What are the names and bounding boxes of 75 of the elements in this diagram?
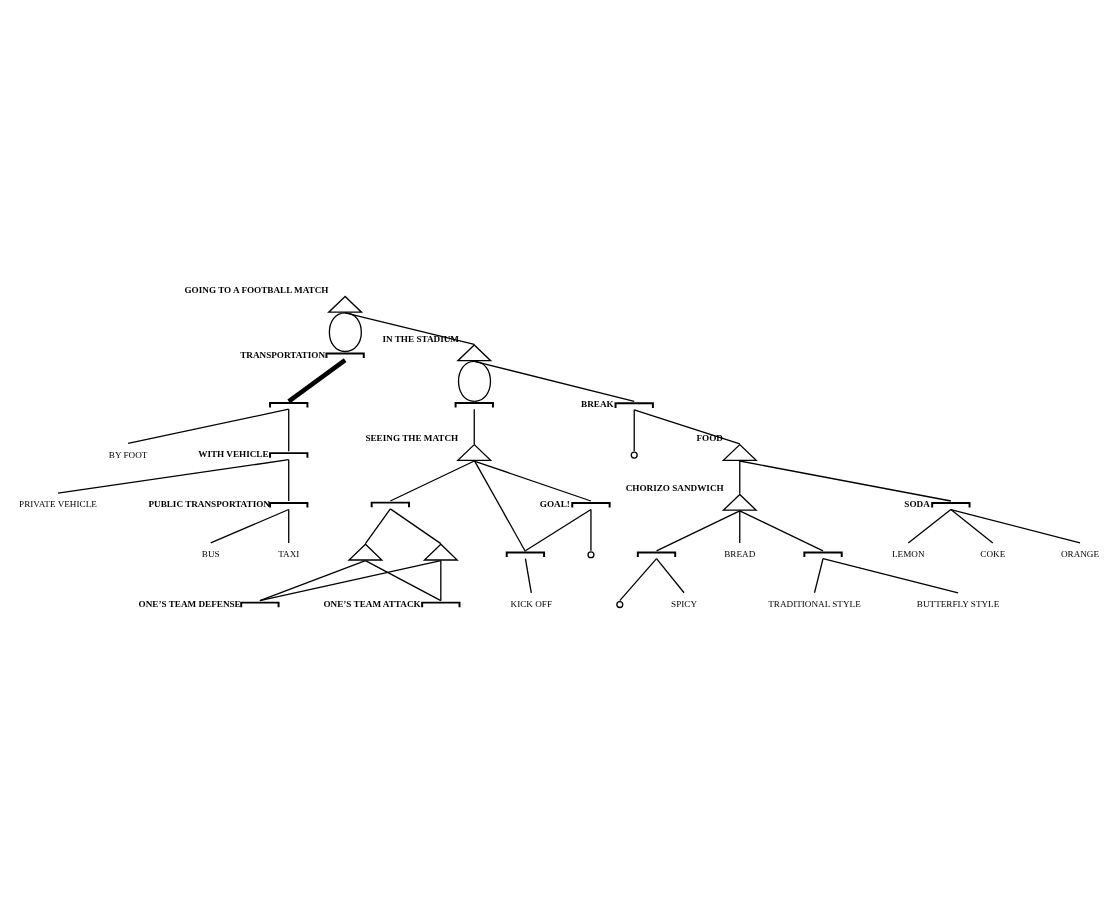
connector [473,459,527,552]
node-label: CHORIZO SANDWICH [625,482,724,493]
node-text: KICK OFF [510,598,553,609]
connector [259,559,367,601]
connector [288,508,290,544]
connector [950,508,994,544]
connector [473,360,492,402]
node-bracket [454,401,494,409]
node-circle [587,550,595,558]
node-text: SPICY [671,598,698,609]
node-text: GOAL! [539,498,570,509]
node-text: SODA [904,498,930,509]
node-label: GOING TO A FOOTBALL MATCH [184,284,329,295]
connector [655,509,741,551]
connector [633,408,635,452]
connector [813,557,824,593]
node-triangle [347,542,384,561]
connector [590,508,592,551]
node-text: BREAK [581,398,614,409]
node-text: BUTTERFLY STYLE [916,598,1000,609]
node-text: TAXI [278,548,300,559]
node-bracket [505,550,546,558]
node-bracket [269,401,309,409]
connector [739,459,741,494]
connector [288,458,290,502]
node-text: PRIVATE VEHICLE [19,498,97,509]
connector [210,508,290,544]
connector [473,408,475,445]
node-text: TRANSPORTATION [240,349,326,360]
node-text: BY FOOT [108,449,148,460]
node-text: TRADITIONAL STYLE [768,598,861,609]
connector [739,459,952,502]
node-circle [616,600,624,608]
connector [619,557,658,601]
connector [440,559,442,601]
node-text: BUS [201,548,220,559]
connector [457,360,475,402]
node-text: ORANGE [1060,548,1100,559]
connector [364,559,442,601]
node-label: SEEING THE MATCH [365,432,459,443]
node-bracket [803,550,843,558]
connector [328,311,346,352]
node-text: ONE’S TEAM DEFENSE [138,598,241,609]
node-text: COKE [980,548,1006,559]
connector [739,509,824,551]
connector [950,508,1081,544]
connector [364,507,391,544]
connector [473,360,635,402]
connector [259,559,442,601]
node-bracket [370,501,410,508]
connector [739,509,741,544]
node-triangle [422,542,459,561]
node-text: WITH VEHICLE [198,448,269,459]
connector [287,357,347,403]
connector [633,408,741,445]
node-text: LEMON [891,548,925,559]
connector [389,459,475,502]
node-text: BREAD [724,548,756,559]
connector [524,508,592,551]
connector [655,557,685,593]
connector [57,458,290,494]
node-circle [630,451,638,459]
connector [389,507,442,544]
node-text: ONE’S TEAM ATTACK [323,598,421,609]
connector [473,459,592,502]
connector [127,408,290,444]
node-bracket [636,550,677,558]
connector [907,508,952,544]
connector [344,311,362,352]
node-label: FOOD [696,432,723,443]
connector [822,557,959,593]
node-text: PUBLIC TRANSPORTATION [148,498,270,509]
connector [344,311,475,345]
connector [524,557,532,593]
connector [288,408,290,452]
